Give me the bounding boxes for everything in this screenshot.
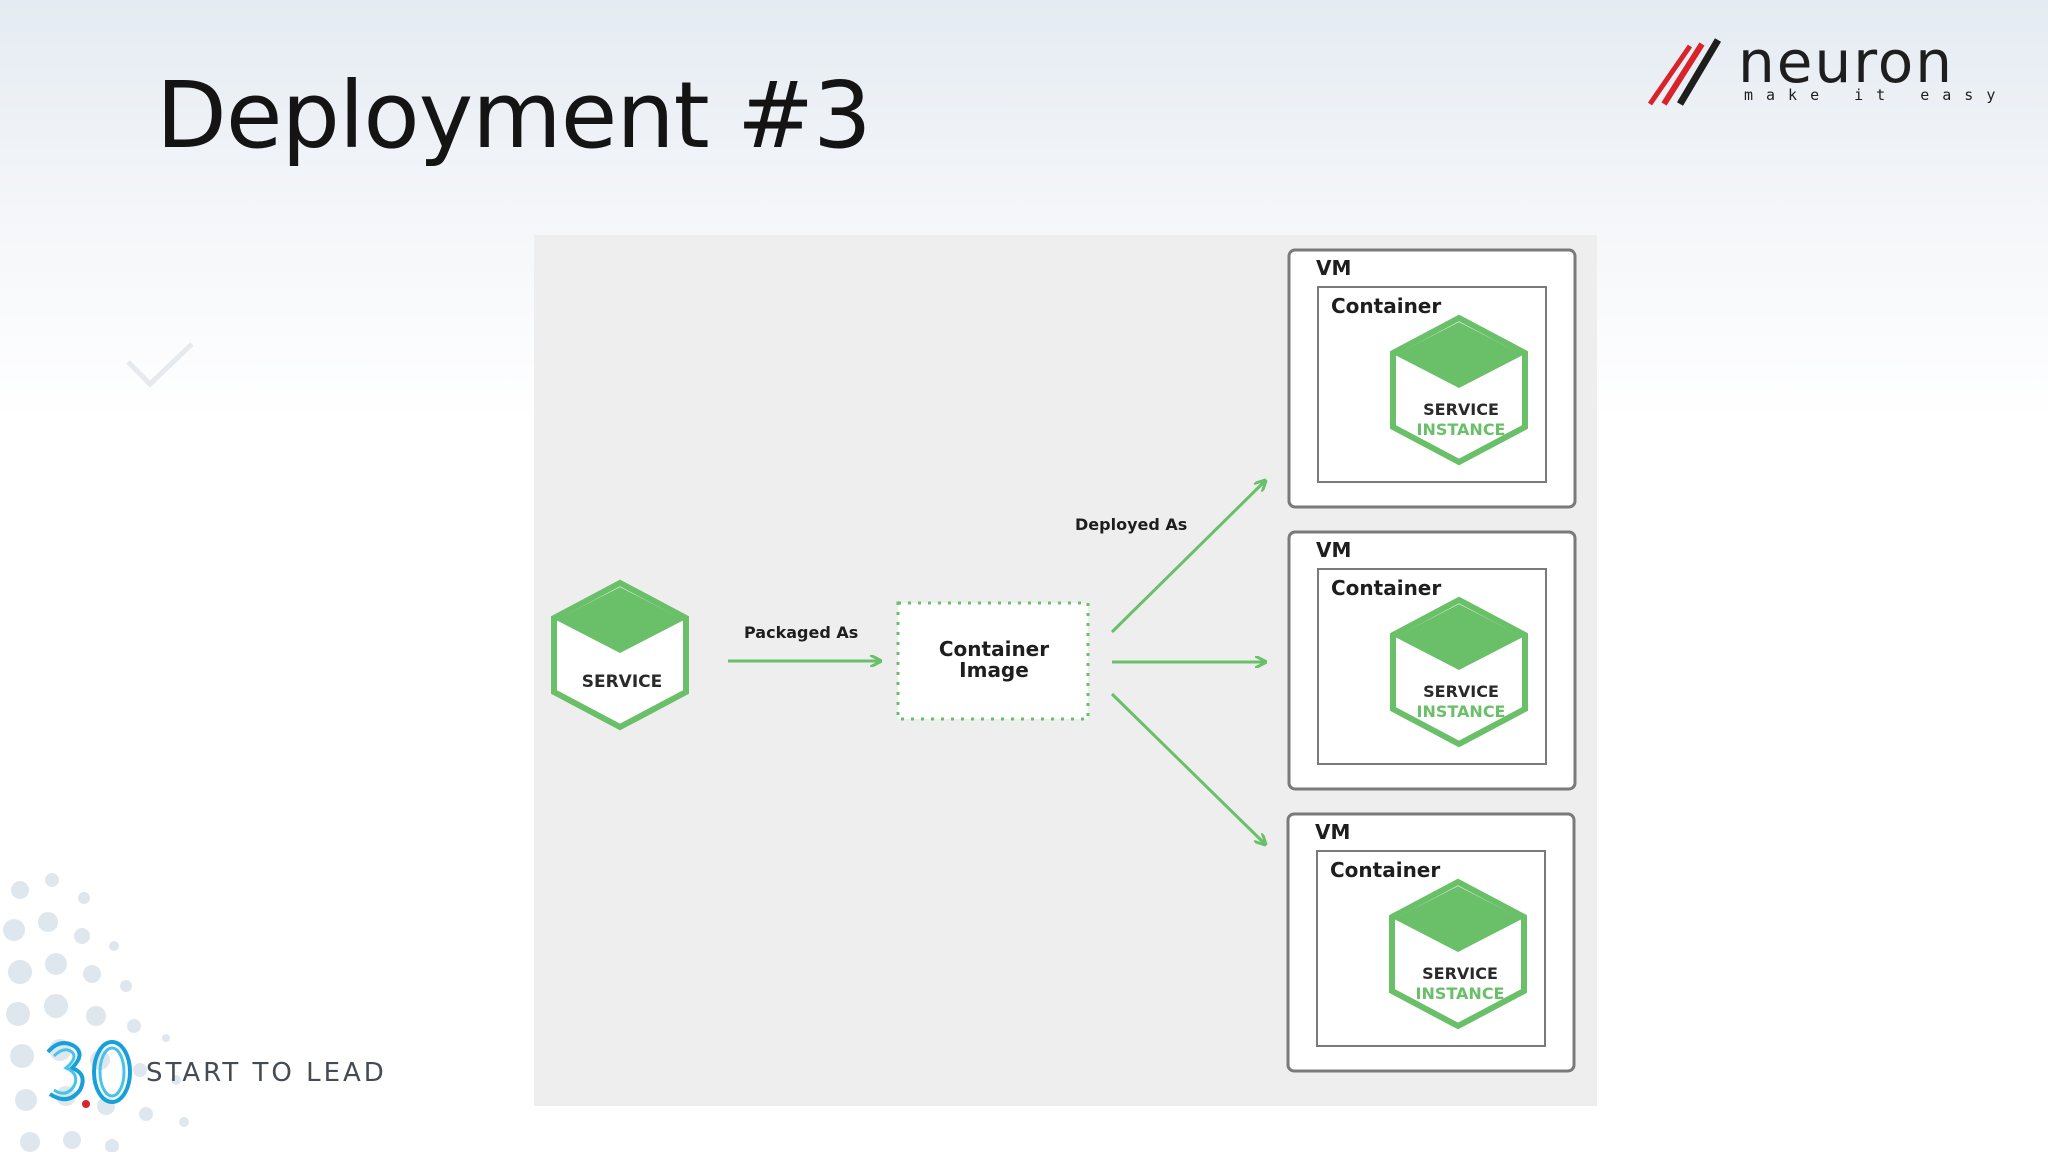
deployment-diagram: SERVICE Packaged As Container Image Depl… (534, 235, 1597, 1106)
check-icon (126, 342, 194, 388)
neuron-logo: neuron make it easy (1640, 28, 2010, 114)
container-image-line1: Container (939, 637, 1049, 661)
service-label: SERVICE (582, 672, 663, 692)
dot-pattern-decoration (3, 873, 189, 1152)
vm-label: VM (1316, 538, 1351, 562)
logo-tagline: make it easy (1744, 86, 2009, 104)
container-label: Container (1331, 576, 1441, 600)
container-label: Container (1331, 294, 1441, 318)
vm-box-3: VM Container SERVICE INSTANCE (1286, 812, 1576, 1073)
vm-box-2: VM Container SERVICE INSTANCE (1287, 530, 1577, 791)
neuron-logo-slash-icon (1647, 38, 1722, 106)
service-instance-line2: INSTANCE (1416, 984, 1505, 1003)
service-instance-line1: SERVICE (1423, 400, 1499, 419)
packaged-as-label: Packaged As (744, 623, 858, 642)
service-instance-line1: SERVICE (1423, 682, 1499, 701)
deployed-arrow-top (1110, 481, 1265, 634)
slide-title: Deployment #3 (156, 62, 872, 169)
container-image-box: Container Image (896, 601, 1090, 721)
deployed-arrow-bottom (1110, 692, 1265, 844)
vm-label: VM (1316, 256, 1351, 280)
logo-wordmark: neuron (1738, 28, 1955, 96)
start-to-lead-logo-icon (46, 1040, 132, 1108)
service-hexagon: SERVICE (551, 579, 689, 731)
container-image-line2: Image (959, 658, 1029, 682)
service-instance-line1: SERVICE (1422, 964, 1498, 983)
service-instance-line2: INSTANCE (1417, 420, 1506, 439)
service-instance-line2: INSTANCE (1417, 702, 1506, 721)
footer-tagline: START TO LEAD (146, 1058, 387, 1088)
vm-label: VM (1315, 820, 1350, 844)
container-label: Container (1330, 858, 1440, 882)
vm-box-1: VM Container SERVICE INSTANCE (1287, 248, 1577, 509)
deployed-as-label: Deployed As (1075, 515, 1187, 534)
